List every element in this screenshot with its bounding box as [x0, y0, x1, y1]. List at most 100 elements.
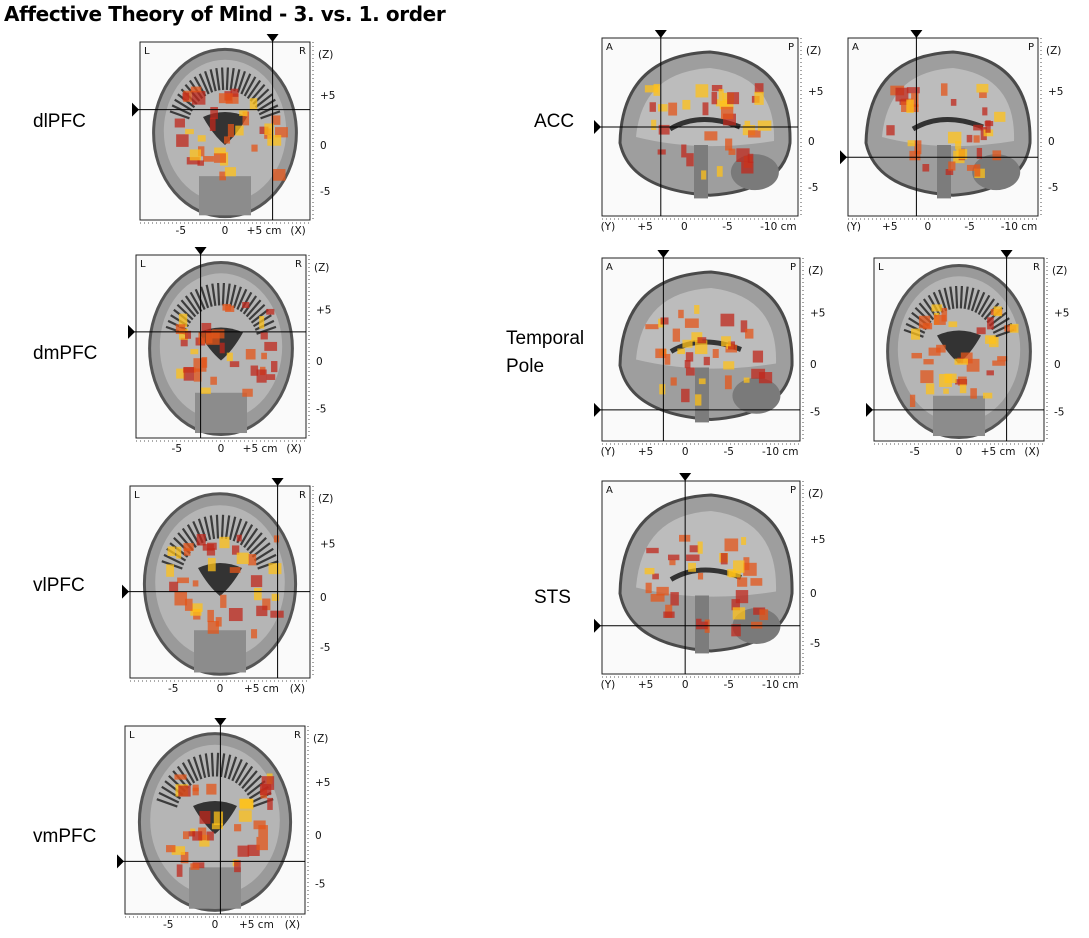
activation-blob — [684, 318, 699, 328]
activation-blob — [701, 170, 707, 180]
x-tick-label: -5 — [176, 225, 186, 237]
activation-blob — [992, 150, 1002, 161]
z-tick-label: -5 — [810, 406, 820, 418]
z-tick-label: +5 — [316, 305, 331, 317]
activation-blob — [948, 161, 956, 171]
activation-blob — [192, 831, 203, 841]
activation-blob — [711, 84, 723, 92]
activation-blob — [711, 91, 718, 105]
activation-blob — [682, 339, 693, 348]
activation-blob — [960, 352, 973, 364]
activation-blob — [229, 361, 240, 368]
activation-blob — [751, 368, 766, 379]
orientation-label-left: A — [606, 485, 613, 496]
activation-blob — [206, 831, 214, 841]
activation-blob — [213, 811, 224, 826]
activation-blob — [954, 358, 968, 365]
activation-blob — [976, 83, 989, 93]
crosshair-left-marker-icon — [122, 584, 129, 599]
activation-blob — [906, 99, 914, 113]
activation-blob — [199, 810, 211, 824]
activation-blob — [206, 783, 217, 795]
activation-blob — [210, 106, 218, 120]
activation-blob — [688, 562, 696, 572]
activation-blob — [185, 330, 192, 339]
activation-blob — [976, 327, 986, 335]
activation-blob — [259, 784, 272, 796]
z-tick-label: +5 — [315, 777, 330, 789]
z-axis-label: (Z) — [1046, 45, 1061, 57]
activation-blob — [970, 388, 977, 399]
y-tick-label: -5 — [723, 679, 733, 691]
activation-blob — [193, 368, 202, 382]
activation-blob — [931, 304, 943, 312]
orientation-label-right: R — [294, 730, 301, 741]
activation-blob — [727, 569, 736, 577]
activation-blob — [757, 120, 772, 131]
activation-blob — [678, 309, 684, 319]
activation-blob — [191, 90, 206, 105]
activation-blob — [742, 125, 756, 136]
y-tick-label: 0 — [682, 446, 689, 458]
y-tick-label: +5 — [638, 446, 653, 458]
sagittal-brain-slice — [618, 493, 794, 654]
orientation-label-right: P — [1028, 42, 1034, 53]
activation-blob — [987, 317, 994, 330]
activation-blob — [250, 575, 263, 588]
activation-blob — [741, 161, 754, 174]
activation-blob — [256, 836, 268, 851]
crosshair-left-marker-icon — [840, 150, 847, 165]
activation-blob — [657, 149, 666, 155]
x-tick-label: +5 cm — [247, 225, 282, 237]
x-tick-label: (X) — [285, 919, 300, 931]
activation-blob — [886, 125, 895, 136]
activation-blob — [239, 798, 254, 809]
z-axis-label: (Z) — [314, 262, 329, 274]
orientation-label-right: P — [790, 485, 796, 496]
activation-blob — [242, 301, 250, 309]
activation-blob — [740, 320, 748, 333]
activation-blob — [183, 548, 191, 556]
x-tick-label: -5 — [172, 443, 182, 455]
activation-blob — [736, 148, 750, 162]
activation-blob — [728, 148, 736, 155]
activation-blob — [188, 831, 196, 837]
activation-blob — [650, 593, 665, 602]
activation-blob — [985, 335, 996, 344]
activation-blob — [914, 140, 922, 155]
crosshair-top-marker-icon — [910, 30, 923, 38]
activation-blob — [199, 834, 210, 847]
crosshair-left-marker-icon — [866, 402, 873, 417]
z-tick-label: +5 — [810, 308, 825, 320]
activation-blob — [681, 144, 687, 158]
activation-blob — [644, 567, 655, 575]
activation-blob — [211, 823, 223, 830]
activation-blob — [922, 164, 930, 172]
activation-blob — [747, 153, 754, 163]
activation-blob — [672, 328, 681, 342]
region-label-vlpfc: vlPFC — [33, 575, 85, 596]
region-label-vmpfc: vmPFC — [33, 826, 97, 847]
activation-blob — [684, 360, 691, 369]
activation-blob — [928, 347, 941, 356]
activation-blob — [667, 554, 680, 561]
crosshair-top-marker-icon — [679, 473, 692, 481]
y-tick-label: -5 — [722, 221, 732, 233]
activation-blob — [178, 785, 191, 797]
activation-blob — [918, 315, 931, 329]
crosshair-top-marker-icon — [654, 30, 667, 38]
activation-blob — [220, 594, 227, 608]
activation-blob — [744, 120, 751, 127]
activation-blob — [984, 120, 994, 127]
y-tick-label: -5 — [723, 446, 733, 458]
activation-blob — [237, 845, 250, 857]
activation-blob — [940, 83, 948, 96]
activation-blob — [251, 144, 258, 152]
